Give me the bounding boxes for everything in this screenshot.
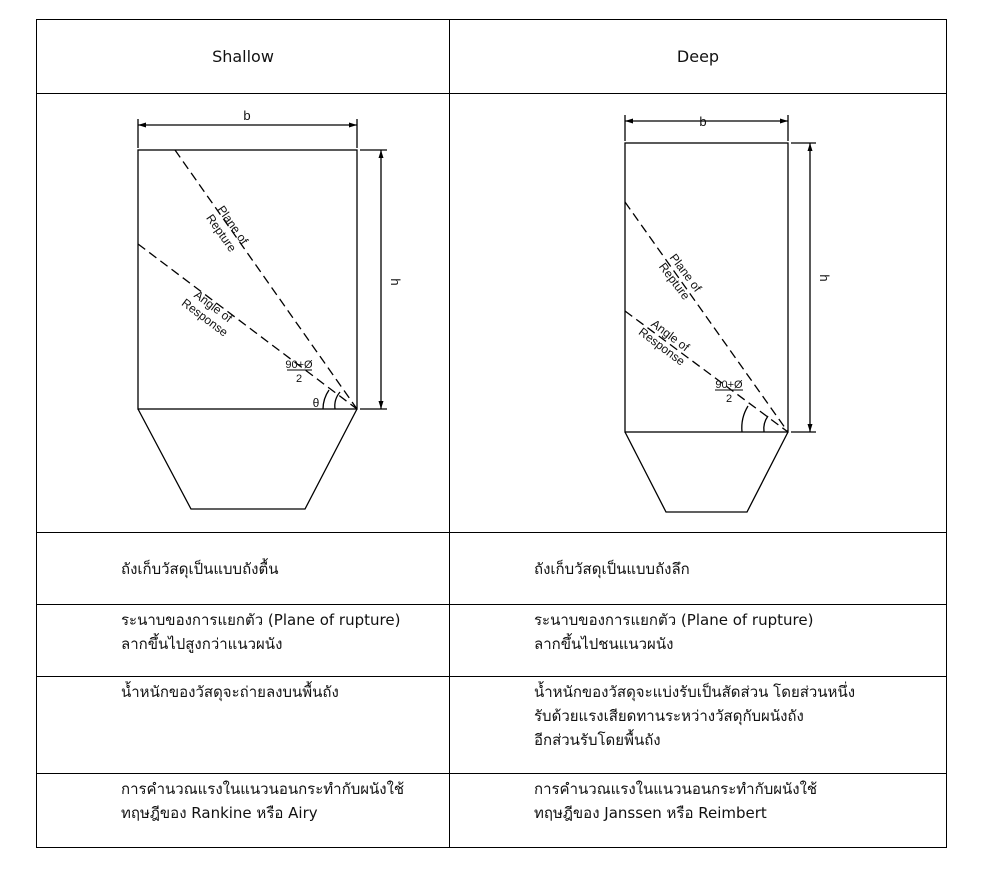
shallow-fraction-numerator: 90+Ø bbox=[285, 359, 313, 371]
shallow-plane-line bbox=[174, 149, 358, 410]
deep-theory-line-2: ทฤษฎีของ Janssen หรือ Reimbert bbox=[534, 804, 767, 822]
deep-rupture-line-1: ระนาบของการแยกตัว (Plane of rupture) bbox=[534, 611, 814, 629]
shallow-header: Shallow bbox=[36, 19, 450, 94]
shallow-bin-diagram: b h Plane of Repture Angle of Response 9… bbox=[137, 108, 403, 510]
shallow-bin-type-text: ถังเก็บวัสดุเป็นแบบถังตื้น bbox=[121, 559, 279, 578]
shallow-height-label: h bbox=[388, 278, 403, 285]
header-row: Shallow Deep bbox=[36, 19, 947, 94]
shallow-theta-label: θ bbox=[313, 396, 320, 410]
shallow-weight-line-1: น้ำหนักของวัสดุจะถ่ายลงบนพื้นถัง bbox=[121, 683, 339, 701]
comparison-row: ระนาบของการแยกตัว (Plane of rupture) ลาก… bbox=[36, 604, 947, 677]
shallow-width-label: b bbox=[243, 108, 250, 123]
deep-weight-cell: น้ำหนักของวัสดุจะแบ่งรับเป็นสัดส่วน โดยส… bbox=[449, 676, 947, 774]
shallow-theory-line-2: ทฤษฎีของ Rankine หรือ Airy bbox=[121, 804, 318, 822]
deep-bin-body bbox=[624, 142, 789, 433]
deep-rupture-cell: ระนาบของการแยกตัว (Plane of rupture) ลาก… bbox=[449, 604, 947, 677]
deep-width-label: b bbox=[699, 114, 706, 129]
shallow-bin-body bbox=[137, 149, 358, 410]
deep-bin-type-text: ถังเก็บวัสดุเป็นแบบถังลึก bbox=[534, 559, 690, 578]
deep-fraction-denominator: 2 bbox=[726, 393, 732, 405]
deep-header: Deep bbox=[449, 19, 947, 94]
shallow-description-cell: ถังเก็บวัสดุเป็นแบบถังตื้น bbox=[36, 532, 450, 605]
comparison-row: การคำนวณแรงในแนวนอนกระทำกับผนังใช้ ทฤษฎี… bbox=[36, 773, 947, 848]
deep-theory-cell: การคำนวณแรงในแนวนอนกระทำกับผนังใช้ ทฤษฎี… bbox=[449, 773, 947, 848]
deep-weight-line-2: รับด้วยแรงเสียดทานระหว่างวัสดุกับผนังถัง bbox=[534, 707, 804, 725]
deep-bin-hopper bbox=[624, 431, 789, 513]
shallow-bin-hopper bbox=[137, 408, 358, 510]
comparison-row: น้ำหนักของวัสดุจะถ่ายลงบนพื้นถัง น้ำหนัก… bbox=[36, 676, 947, 774]
deep-description-cell: ถังเก็บวัสดุเป็นแบบถังลึก bbox=[449, 532, 947, 605]
shallow-rupture-line-2: ลากขึ้นไปสูงกว่าแนวผนัง bbox=[121, 635, 283, 653]
deep-diagram-cell: b h Plane of Repture Angle of Response 9… bbox=[449, 93, 947, 533]
shallow-theory-line-1: การคำนวณแรงในแนวนอนกระทำกับผนังใช้ bbox=[121, 780, 405, 798]
shallow-rupture-cell: ระนาบของการแยกตัว (Plane of rupture) ลาก… bbox=[36, 604, 450, 677]
deep-fraction-numerator: 90+Ø bbox=[715, 379, 743, 391]
shallow-fraction-denominator: 2 bbox=[296, 373, 302, 385]
deep-height-label: h bbox=[817, 274, 832, 281]
shallow-diagram-cell: b h Plane of Repture Angle of Response 9… bbox=[36, 93, 450, 533]
comparison-table: Shallow Deep bbox=[36, 19, 947, 848]
deep-theory-line-1: การคำนวณแรงในแนวนอนกระทำกับผนังใช้ bbox=[534, 780, 818, 798]
deep-plane-line bbox=[624, 201, 789, 433]
comparison-row: ถังเก็บวัสดุเป็นแบบถังตื้น ถังเก็บวัสดุเ… bbox=[36, 532, 947, 605]
diagram-row: b h Plane of Repture Angle of Response 9… bbox=[36, 93, 947, 533]
deep-weight-line-3: อีกส่วนรับโดยพื้นถัง bbox=[534, 731, 661, 749]
deep-bin-diagram: b h Plane of Repture Angle of Response 9… bbox=[624, 114, 832, 513]
deep-weight-line-1: น้ำหนักของวัสดุจะแบ่งรับเป็นสัดส่วน โดยส… bbox=[534, 683, 856, 701]
shallow-weight-cell: น้ำหนักของวัสดุจะถ่ายลงบนพื้นถัง bbox=[36, 676, 450, 774]
shallow-angle-line bbox=[137, 243, 358, 410]
shallow-theory-cell: การคำนวณแรงในแนวนอนกระทำกับผนังใช้ ทฤษฎี… bbox=[36, 773, 450, 848]
deep-angle-line bbox=[624, 310, 789, 433]
deep-rupture-line-2: ลากขึ้นไปชนแนวผนัง bbox=[534, 635, 674, 653]
shallow-rupture-line-1: ระนาบของการแยกตัว (Plane of rupture) bbox=[121, 611, 401, 629]
